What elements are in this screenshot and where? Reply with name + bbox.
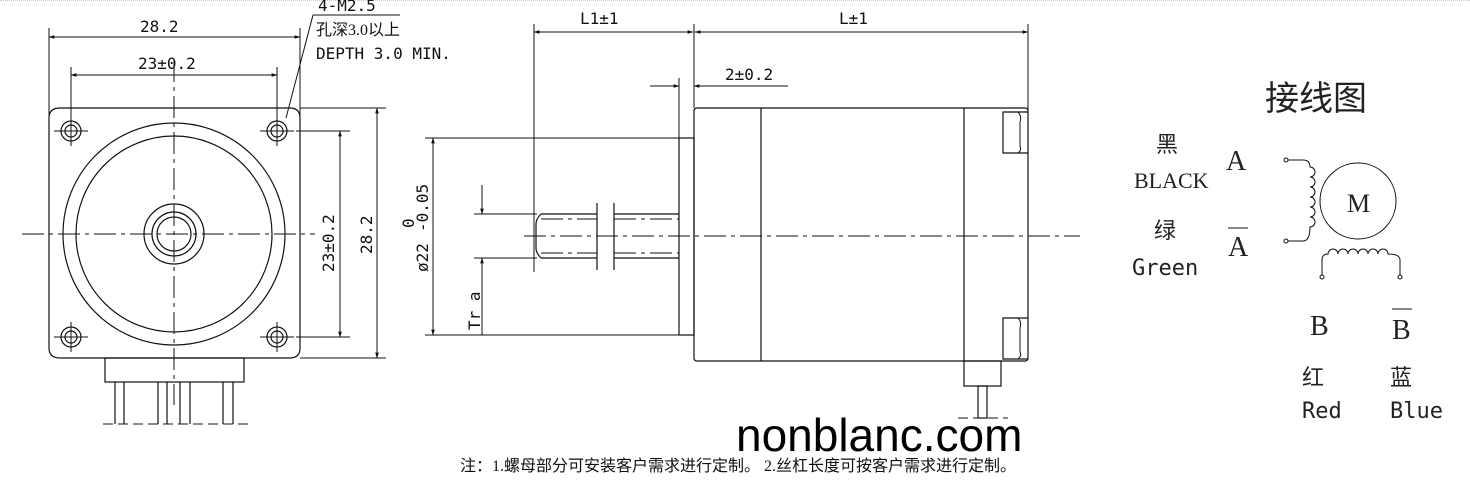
phase-a-bar-label: A (1228, 232, 1249, 263)
phase-b-bar-label: B (1392, 315, 1411, 346)
hole-thread-label: 4-M2.5 (318, 0, 376, 15)
phase-b-bar-color-en: Blue (1390, 399, 1443, 424)
phase-b-label: B (1310, 311, 1329, 342)
phase-b-color-cn: 红 (1302, 365, 1324, 390)
phase-a-color-cn: 黑 (1156, 132, 1178, 157)
phase-b-bar-color-cn: 蓝 (1390, 365, 1412, 390)
svg-text:0: 0 (399, 218, 418, 228)
motor-symbol-icon (1319, 162, 1397, 240)
wiring-diagram: 接线图 黑 BLACK A 绿 Green A M B B 红 蓝 Red Bl… (1132, 80, 1443, 424)
phase-a-bar-color-en: Green (1132, 256, 1198, 281)
coil-a-icon (1283, 157, 1316, 244)
side-view: L1±1 L±1 2±0.2 ø22 0 -0.05 Tr a (399, 9, 1080, 419)
dim-boss-diameter: ø22 0 -0.05 (399, 184, 432, 272)
flange-outline (48, 107, 301, 359)
coil-b-icon (1319, 248, 1403, 280)
svg-text:-0.05: -0.05 (413, 184, 432, 232)
thread-label: Tr a (465, 291, 484, 330)
dim-overall-width: 28.2 (140, 17, 179, 36)
motor-body (693, 107, 1029, 362)
dim-hole-spacing-v: 23±0.2 (319, 214, 338, 272)
wiring-title: 接线图 (1265, 80, 1367, 118)
dim-overall-height: 28.2 (357, 215, 376, 254)
front-view: 28.2 23±0.2 4-M2.5 孔深3.0以上 DEPTH 3.0 MIN… (22, 0, 451, 425)
svg-text:ø22: ø22 (413, 243, 432, 272)
dim-body-length: L±1 (839, 9, 868, 28)
phase-b-color-en: Red (1302, 399, 1342, 424)
dim-boss-thickness: 2±0.2 (725, 65, 773, 84)
motor-label: M (1347, 189, 1370, 218)
watermark: nonblanc.com (736, 409, 1023, 461)
footnote: 注：1.螺母部分可安装客户需求进行定制。 2.丝杠长度可按客户需求进行定制。 (460, 458, 1017, 475)
hole-depth-en: DEPTH 3.0 MIN. (316, 44, 451, 63)
mounting-holes (54, 116, 294, 352)
phase-a-label: A (1226, 146, 1247, 177)
dim-hole-spacing-h: 23±0.2 (138, 54, 196, 73)
phase-a-color-en: BLACK (1134, 168, 1209, 193)
top-border (0, 0, 1470, 3)
hole-depth-cn: 孔深3.0以上 (316, 21, 400, 39)
phase-a-bar-color-cn: 绿 (1154, 218, 1176, 243)
dim-screw-length: L1±1 (580, 9, 619, 28)
